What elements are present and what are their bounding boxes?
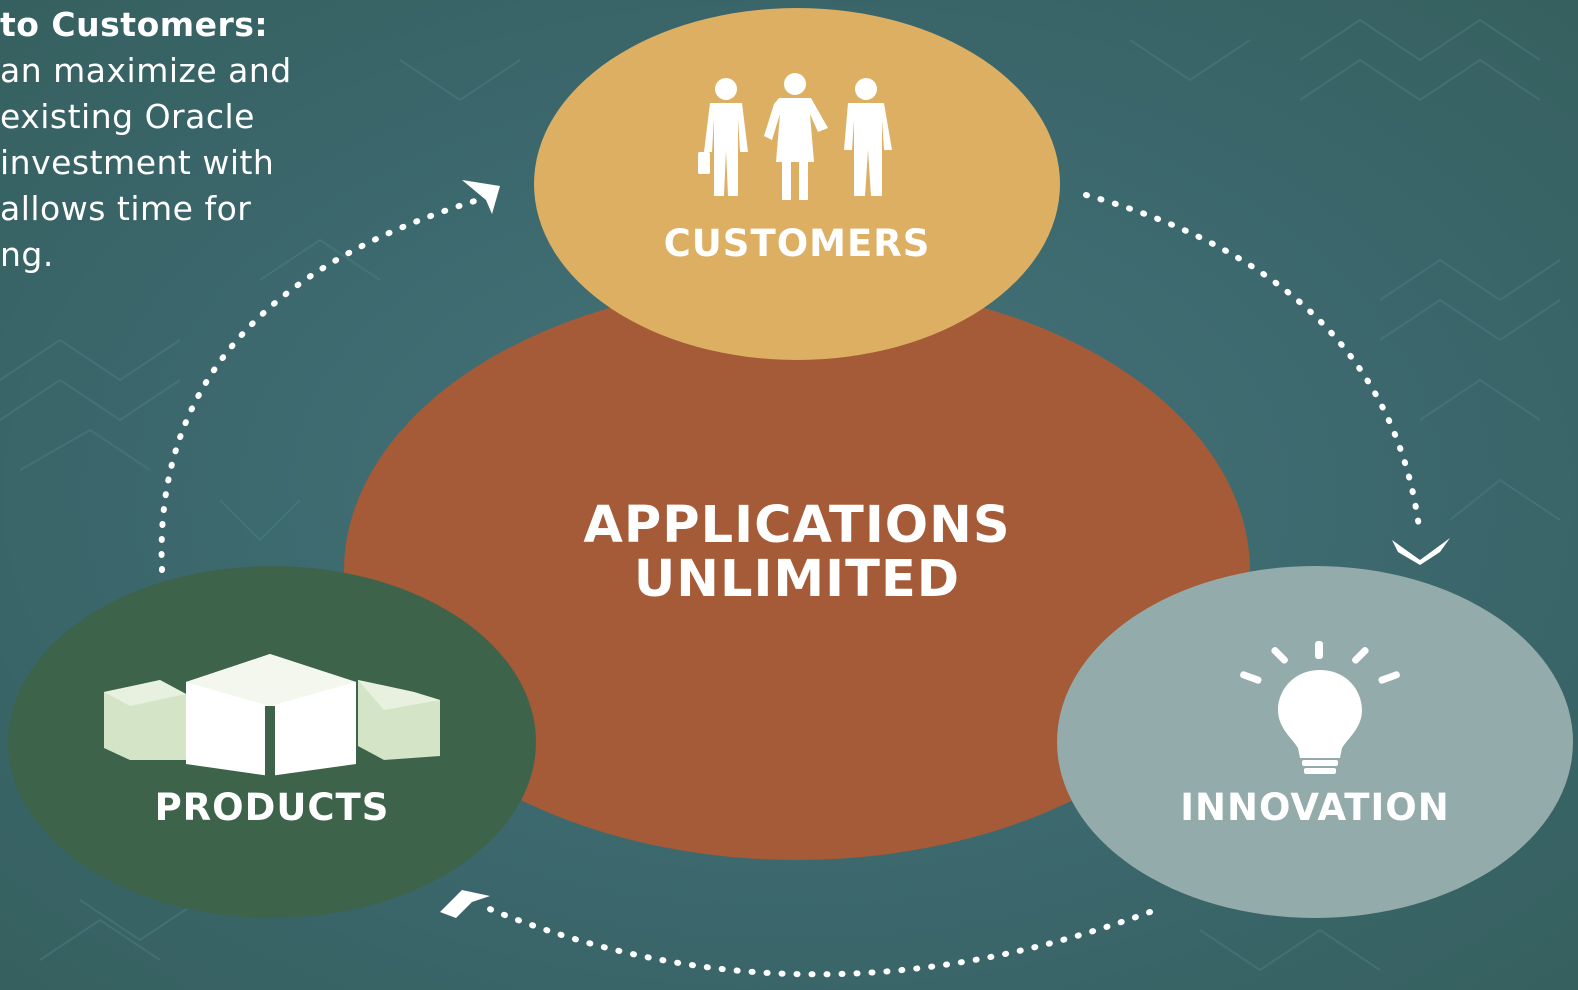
intro-line: investment with	[0, 143, 275, 182]
intro-line: existing Oracle	[0, 97, 255, 136]
arrow-customers-to-innovation	[1083, 192, 1423, 538]
innovation-label: INNOVATION	[1180, 786, 1450, 829]
arrowhead-customers	[462, 180, 500, 214]
arrowhead-innovation	[1392, 538, 1450, 565]
intro-line: an maximize and	[0, 51, 292, 90]
center-title-line-1: APPLICATIONS	[583, 496, 1011, 555]
customers-label: CUSTOMERS	[663, 222, 931, 265]
intro-line: ng.	[0, 235, 54, 274]
intro-text: to Customers: an maximize and existing O…	[0, 2, 400, 278]
arrowhead-products	[440, 890, 490, 918]
arrow-innovation-to-products	[477, 902, 1153, 978]
customers-circle	[534, 8, 1060, 360]
intro-heading: to Customers:	[0, 5, 269, 44]
intro-line: allows time for	[0, 189, 252, 228]
products-label: PRODUCTS	[154, 786, 390, 829]
center-title-line-2: UNLIMITED	[633, 550, 961, 609]
